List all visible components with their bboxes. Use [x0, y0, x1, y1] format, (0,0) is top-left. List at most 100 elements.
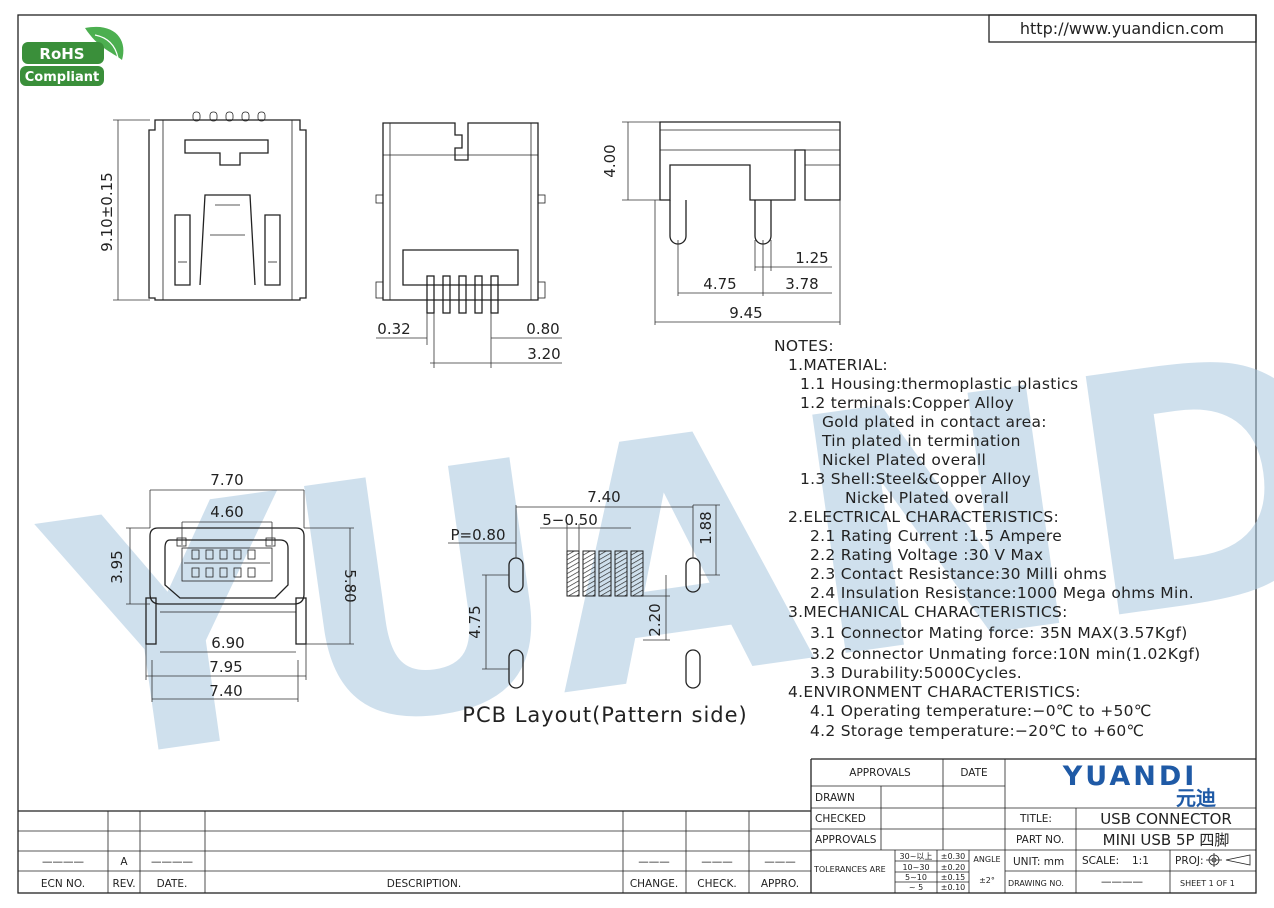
- drawing-no-label: DRAWING NO.: [1008, 879, 1064, 888]
- change-value: ———: [638, 856, 670, 868]
- rev-value: A: [120, 856, 128, 868]
- rohs-line1: RoHS: [39, 45, 84, 63]
- dim-front-6-90: 6.90: [211, 634, 244, 652]
- notes-line: 3.2 Connector Unmating force:10N min(1.0…: [810, 645, 1200, 663]
- check-label: CHECK.: [697, 878, 736, 890]
- description-label: DESCRIPTION.: [387, 878, 461, 890]
- dim-front-7-95: 7.95: [209, 658, 242, 676]
- angle-tol: ±2°: [979, 876, 995, 885]
- notes-line: Tin plated in termination: [821, 432, 1021, 450]
- notes-line: 2.1 Rating Current :1.5 Ampere: [810, 527, 1062, 545]
- approvals2-label: APPROVALS: [815, 834, 877, 846]
- part-no-label: PART NO.: [1016, 834, 1064, 846]
- notes-line: 1.3 Shell:Steel&Copper Alloy: [800, 470, 1031, 488]
- notes-title: NOTES:: [774, 337, 834, 355]
- rohs-line2: Compliant: [25, 70, 99, 85]
- pcb-caption: PCB Layout(Pattern side): [462, 703, 747, 727]
- side-profile-view: 4.00 1.25 4.75 3.78 9.45: [601, 121, 841, 325]
- tol-value: ±0.10: [941, 883, 966, 892]
- rohs-badge: RoHS Compliant: [20, 26, 124, 86]
- front-side-view: 0.32 0.80 3.20: [375, 122, 562, 368]
- dim-pcb-7-40: 7.40: [587, 488, 620, 506]
- drawn-label: DRAWN: [815, 792, 855, 804]
- dim-overall-9-45: 9.45: [729, 304, 762, 322]
- dim-front-4-60: 4.60: [210, 503, 243, 521]
- notes-line: 3.1 Connector Mating force: 35N MAX(3.57…: [810, 624, 1188, 642]
- dim-pcb-1-88: 1.88: [697, 511, 715, 544]
- projection-icon: [1206, 853, 1251, 867]
- title-value: USB CONNECTOR: [1100, 810, 1232, 828]
- notes-line: Nickel Plated overall: [845, 489, 1009, 507]
- website-url: http://www.yuandicn.com: [1020, 19, 1224, 38]
- date-header: DATE: [960, 767, 987, 779]
- url-box: [988, 14, 1257, 43]
- rev-label: REV.: [112, 878, 135, 890]
- date-label: DATE.: [157, 878, 188, 890]
- dim-front-5-80: 5.80: [341, 569, 359, 602]
- dim-slot-1-25: 1.25: [795, 249, 828, 267]
- appro-label: APPRO.: [761, 878, 799, 890]
- notes-line: Nickel Plated overall: [822, 451, 986, 469]
- dim-pcb-pitch: P=0.80: [450, 526, 505, 544]
- appro-value: ———: [764, 856, 796, 868]
- tol-range: 5~10: [905, 873, 927, 882]
- dim-front-7-70: 7.70: [210, 471, 243, 489]
- checked-label: CHECKED: [815, 813, 866, 825]
- notes-line: 1.2 terminals:Copper Alloy: [800, 394, 1014, 412]
- revision-block: ———— A ———— ——— ——— ——— ECN NO. REV. DAT…: [18, 810, 811, 893]
- tol-value: ±0.15: [941, 873, 966, 882]
- dim-pcb-pads: 5−0.50: [542, 511, 598, 529]
- dim-pin-width: 0.32: [377, 320, 410, 338]
- notes-line: 2.ELECTRICAL CHARACTERISTICS:: [788, 508, 1059, 526]
- scale-value: 1:1: [1132, 855, 1149, 867]
- title-label: TITLE:: [1019, 813, 1052, 825]
- notes-line: 4.ENVIRONMENT CHARACTERISTICS:: [788, 683, 1081, 701]
- tol-value: ±0.20: [941, 863, 966, 872]
- approvals-header: APPROVALS: [849, 767, 911, 779]
- notes-line: 3.MECHANICAL CHARACTERISTICS:: [788, 603, 1068, 621]
- notes-line: Gold plated in contact area:: [822, 413, 1047, 431]
- change-label: CHANGE.: [630, 878, 678, 890]
- notes-line: 2.3 Contact Resistance:30 Milli ohms: [810, 565, 1107, 583]
- notes-line: 2.4 Insulation Resistance:1000 Mega ohms…: [810, 584, 1194, 602]
- dim-pin-span: 3.20: [527, 345, 560, 363]
- yuandi-logo-cn: 元迪: [1176, 786, 1216, 810]
- dim-front-3-95: 3.95: [108, 550, 126, 583]
- title-block: APPROVALS DATE DRAWN CHECKED APPROVALS T…: [810, 758, 1256, 893]
- dim-slot-4-75: 4.75: [703, 275, 736, 293]
- ecn-value: ————: [42, 856, 84, 868]
- check-value: ———: [701, 856, 733, 868]
- angle-label: ANGLE: [973, 855, 1000, 864]
- dim-pcb-2-20: 2.20: [646, 603, 664, 636]
- ecn-label: ECN NO.: [41, 878, 85, 890]
- dim-slot-3-78: 3.78: [785, 275, 818, 293]
- scale-label: SCALE:: [1082, 855, 1119, 867]
- notes-line: 1.1 Housing:thermoplastic plastics: [800, 375, 1078, 393]
- tol-range: 10~30: [902, 863, 929, 872]
- dim-pcb-4-75: 4.75: [466, 605, 484, 638]
- dim-front-7-40: 7.40: [209, 682, 242, 700]
- drawing-border: [17, 14, 1257, 894]
- pcb-layout: 7.40 5−0.50 P=0.80 1.88 4.75 2.20 PCB La…: [448, 488, 747, 727]
- notes-line: 4.2 Storage temperature:−20℃ to +60℃: [810, 722, 1144, 740]
- dim-pin-pitch: 0.80: [526, 320, 559, 338]
- tol-range: 30~以上: [900, 852, 933, 861]
- notes-block: NOTES: 1.MATERIAL: 1.1 Housing:thermopla…: [774, 337, 1200, 740]
- proj-label: PROJ:: [1175, 855, 1204, 867]
- notes-line: 2.2 Rating Voltage :30 V Max: [810, 546, 1043, 564]
- unit-label: UNIT: mm: [1013, 856, 1064, 868]
- tolerances-label: TOLERANCES ARE: [813, 865, 886, 874]
- tol-value: ±0.30: [941, 852, 966, 861]
- dim-side-height: 9.10±0.15: [98, 172, 116, 251]
- dim-right-height: 4.00: [601, 144, 619, 177]
- notes-line: 4.1 Operating temperature:−0℃ to +50℃: [810, 702, 1152, 720]
- sheet-label: SHEET 1 OF 1: [1180, 879, 1235, 888]
- notes-line: 1.MATERIAL:: [788, 356, 888, 374]
- yuandi-logo: YUANDI: [1062, 761, 1198, 792]
- date-value: ————: [151, 856, 193, 868]
- tol-range: ~ 5: [909, 883, 923, 892]
- top-view: 9.10±0.15: [98, 111, 307, 301]
- part-no-value: MINI USB 5P 四脚: [1103, 831, 1230, 849]
- drawing-no-value: ————: [1101, 876, 1143, 888]
